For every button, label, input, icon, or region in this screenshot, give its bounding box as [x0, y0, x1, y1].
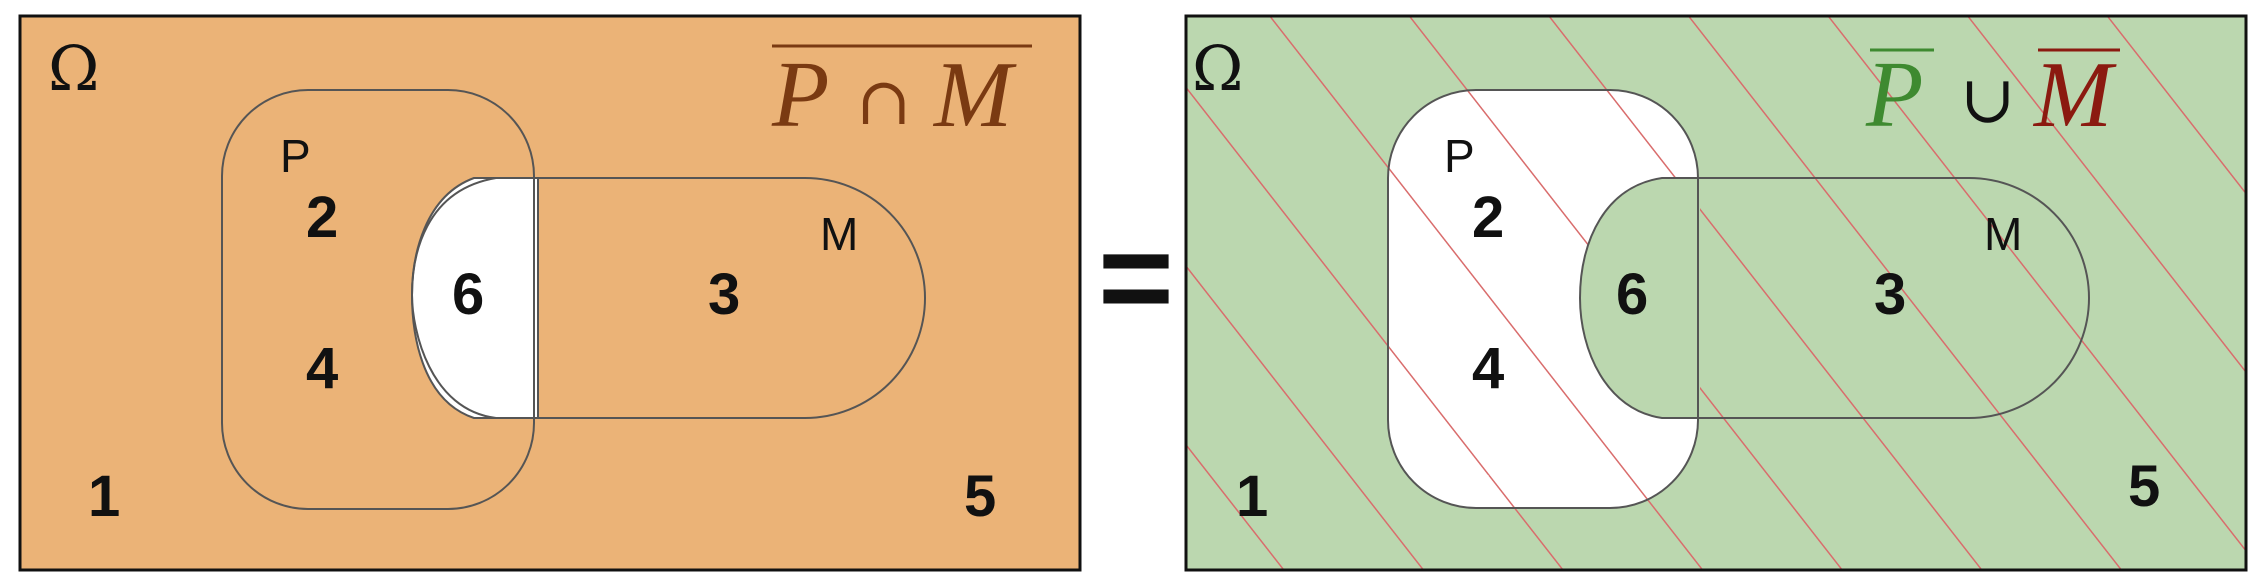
right-omega-label: Ω: [1192, 32, 1243, 105]
left-universe: [18, 14, 1082, 572]
left-set-p-label: P: [280, 130, 311, 182]
left-region-1: 1: [88, 464, 120, 529]
right-set-p: [1387, 89, 1699, 509]
left-set-m: [410, 177, 926, 419]
equals-sign: =: [1098, 204, 1174, 350]
right-formula-m: M: [2032, 43, 2117, 147]
right-region-3: 3: [1874, 262, 1906, 327]
left-region-4: 4: [306, 336, 338, 401]
right-region-6: 6: [1616, 262, 1648, 327]
left-region-5: 5: [964, 464, 996, 529]
right-region-1: 1: [1236, 464, 1268, 529]
right-set-p-label: P: [1444, 130, 1475, 182]
right-region-2: 2: [1472, 185, 1504, 250]
left-region-6: 6: [452, 262, 484, 327]
right-set-m: [1578, 177, 2090, 419]
left-set-m-label: M: [820, 208, 858, 260]
left-omega-label: Ω: [48, 32, 99, 105]
right-hatch-pattern: [1186, 16, 2246, 570]
right-panel: Ω P M 1 2 3 4 5 6 P ∪ M: [1184, 14, 2248, 572]
right-hatch-layer: [1186, 16, 2246, 570]
right-region-4: 4: [1472, 336, 1504, 401]
left-region-3: 3: [708, 262, 740, 327]
right-universe-border: [1184, 14, 2248, 572]
right-formula: P ∪ M: [1865, 43, 2120, 147]
right-formula-p: P: [1865, 43, 1923, 147]
left-formula-m: M: [932, 43, 1017, 147]
right-region-5: 5: [2128, 454, 2160, 519]
right-set-m-label: M: [1984, 208, 2022, 260]
left-formula-operator: ∩: [856, 63, 911, 140]
left-formula: P ∩ M: [771, 43, 1032, 147]
left-panel: Ω P M 1 2 3 4 5 6 P ∩ M: [18, 14, 1082, 572]
left-set-p: [221, 89, 535, 510]
right-formula-operator: ∪: [1960, 61, 2015, 138]
left-formula-p: P: [771, 43, 829, 147]
left-region-2: 2: [306, 185, 338, 250]
